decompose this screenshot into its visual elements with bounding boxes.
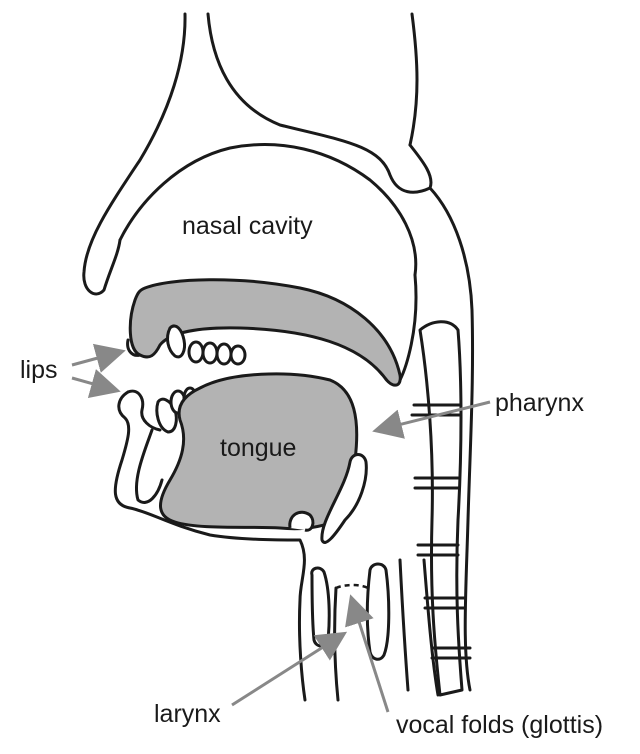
jaw-inner bbox=[135, 428, 164, 504]
vocal-folds-arrow bbox=[345, 594, 390, 713]
epiglottis bbox=[288, 510, 315, 532]
vocal-folds-label: vocal folds (glottis) bbox=[396, 711, 604, 739]
upper-incisor bbox=[166, 324, 186, 359]
glottis-dashes bbox=[335, 583, 369, 590]
lower-lip-inner bbox=[126, 389, 162, 432]
epiglottis-flap bbox=[320, 453, 368, 544]
lips-label: lips bbox=[20, 356, 58, 384]
spine-column bbox=[418, 320, 464, 697]
posterior-pharynx-wall bbox=[408, 12, 419, 147]
larynx-front-wall bbox=[333, 586, 340, 702]
back-of-nasal-passage bbox=[206, 12, 433, 194]
nasal-cavity-label: nasal cavity bbox=[182, 212, 313, 240]
upper-tooth-2 bbox=[201, 341, 219, 365]
larynx-back-wall bbox=[398, 558, 410, 692]
upper-lip bbox=[126, 338, 142, 357]
face-profile bbox=[82, 12, 187, 296]
thyroid-cartilage-front bbox=[310, 566, 331, 648]
upper-tooth-1 bbox=[187, 340, 205, 364]
larynx-arrow bbox=[231, 631, 348, 707]
lips-lower-arrow bbox=[71, 369, 121, 398]
lower-lip-and-chin bbox=[113, 390, 307, 702]
nasal-cavity-outline bbox=[118, 143, 418, 277]
upper-tooth-3 bbox=[215, 342, 233, 366]
lips-upper-arrow bbox=[71, 343, 126, 373]
esophagus-wall bbox=[422, 558, 440, 697]
larynx-label: larynx bbox=[154, 700, 221, 728]
tongue-label: tongue bbox=[220, 434, 297, 462]
pharynx-label: pharynx bbox=[495, 389, 584, 417]
arytenoid-cartilage bbox=[365, 562, 391, 661]
upper-tooth-4 bbox=[229, 344, 247, 366]
neck-back-line bbox=[428, 186, 475, 692]
tongue-shape bbox=[159, 372, 359, 531]
hard-palate bbox=[128, 278, 402, 387]
pharynx-arrow bbox=[372, 400, 491, 439]
pharynx-front-wall bbox=[398, 273, 418, 382]
